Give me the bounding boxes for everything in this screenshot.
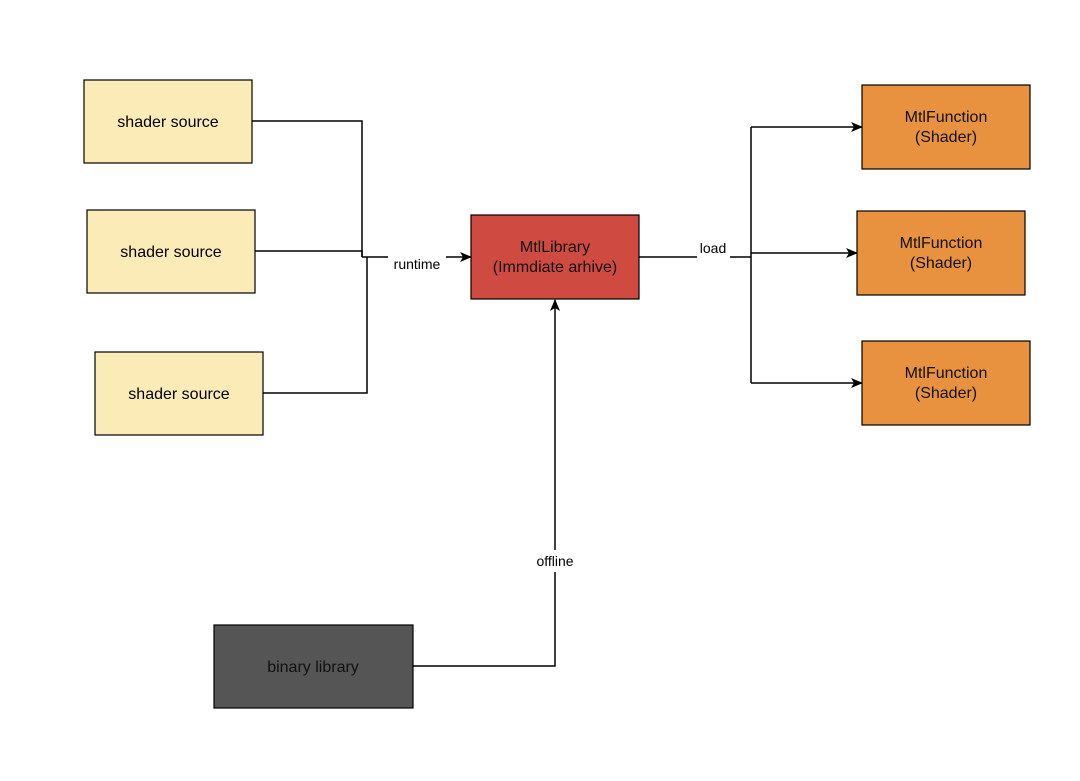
mtl-function-1-subtitle: (Shader): [915, 129, 977, 146]
binary-library-label: binary library: [267, 659, 359, 676]
arrow-offline: [413, 299, 560, 667]
node-shader-source-2: shader source: [86, 209, 256, 294]
connector-library-to-functions: [639, 122, 863, 388]
runtime-label: runtime: [394, 256, 441, 272]
shader-source-1-label: shader source: [117, 114, 218, 131]
mtl-function-2-title: MtlFunction: [900, 235, 983, 252]
mtl-function-3-subtitle: (Shader): [915, 385, 977, 402]
mtl-library-title: MtlLibrary: [520, 239, 590, 256]
shader-source-2-label: shader source: [120, 244, 221, 261]
connector-sources-to-library: [252, 120, 472, 394]
node-mtl-function-1: MtlFunction (Shader): [861, 84, 1031, 170]
mtl-function-1-title: MtlFunction: [905, 109, 988, 126]
node-shader-source-1: shader source: [83, 79, 253, 164]
connector-source1: [252, 120, 363, 257]
node-mtl-function-2: MtlFunction (Shader): [856, 210, 1026, 296]
node-binary-library: binary library: [213, 624, 414, 709]
node-mtl-library: MtlLibrary (Immdiate arhive): [470, 214, 640, 300]
mtl-library-subtitle: (Immdiate arhive): [493, 259, 617, 276]
connector-binary-to-library: [413, 299, 560, 667]
node-mtl-function-3: MtlFunction (Shader): [861, 340, 1031, 426]
mtl-function-3-title: MtlFunction: [905, 365, 988, 382]
connector-source3: [263, 257, 368, 394]
connector-source2: [255, 250, 363, 257]
node-shader-source-3: shader source: [94, 351, 264, 436]
shader-source-3-label: shader source: [128, 386, 229, 403]
offline-label-bg: [531, 550, 579, 572]
load-label: load: [700, 240, 726, 256]
load-label-bg: [697, 238, 730, 258]
runtime-label-bg: [388, 253, 446, 275]
offline-label: offline: [536, 553, 573, 569]
mtl-function-2-subtitle: (Shader): [910, 255, 972, 272]
